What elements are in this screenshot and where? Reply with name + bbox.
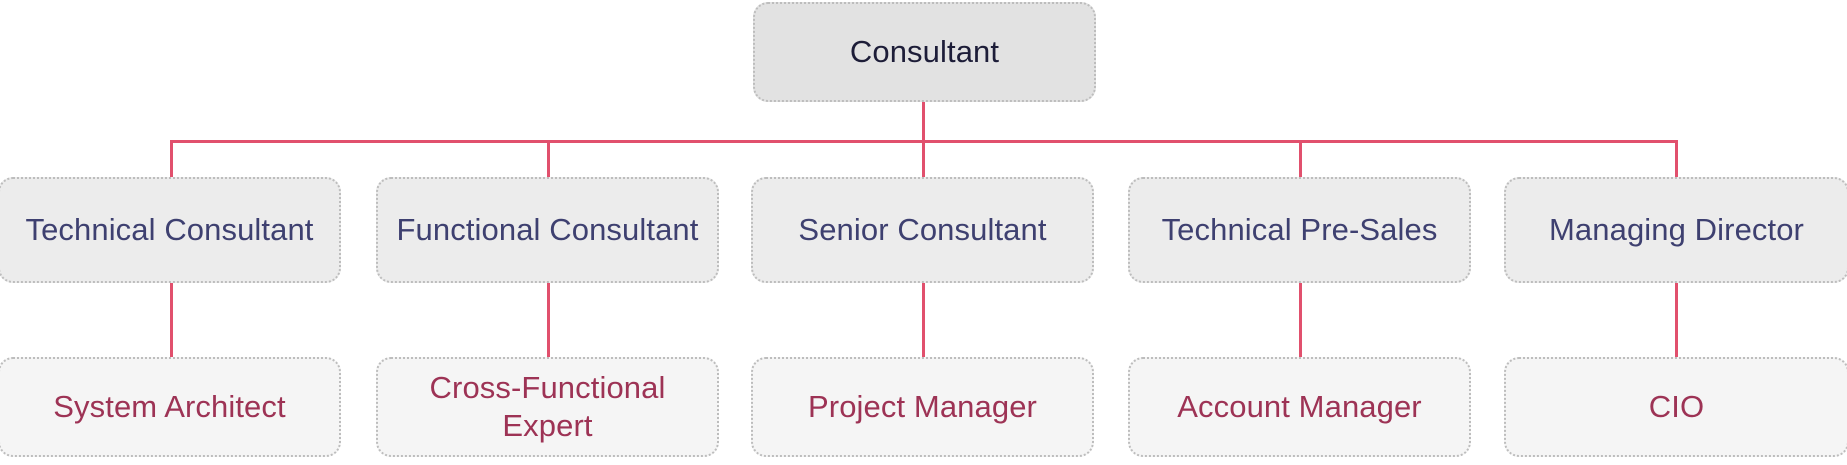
connector-drop-functional-consultant: [547, 140, 550, 178]
connector-senior-consultant-to-project-manager: [922, 283, 925, 357]
node-managing-director[interactable]: Managing Director: [1504, 177, 1847, 283]
connector-drop-technical-pre-sales: [1299, 140, 1302, 178]
node-technical-pre-sales[interactable]: Technical Pre-Sales: [1128, 177, 1471, 283]
node-cross-functional-expert[interactable]: Cross-Functional Expert: [376, 357, 719, 457]
node-consultant[interactable]: Consultant: [753, 2, 1096, 102]
node-account-manager[interactable]: Account Manager: [1128, 357, 1471, 457]
node-senior-consultant[interactable]: Senior Consultant: [751, 177, 1094, 283]
node-cio[interactable]: CIO: [1504, 357, 1847, 457]
connector-drop-technical-consultant: [170, 140, 173, 178]
connector-technical-consultant-to-system-architect: [170, 283, 173, 357]
node-technical-consultant[interactable]: Technical Consultant: [0, 177, 341, 283]
connector-functional-consultant-to-cross-functional-expert: [547, 283, 550, 357]
connector-technical-pre-sales-to-account-manager: [1299, 283, 1302, 357]
connector-managing-director-to-cio: [1675, 283, 1678, 357]
node-project-manager[interactable]: Project Manager: [751, 357, 1094, 457]
connector-root-stem: [922, 100, 925, 143]
node-system-architect[interactable]: System Architect: [0, 357, 341, 457]
node-functional-consultant[interactable]: Functional Consultant: [376, 177, 719, 283]
connector-drop-managing-director: [1675, 140, 1678, 178]
connector-drop-senior-consultant: [922, 140, 925, 178]
